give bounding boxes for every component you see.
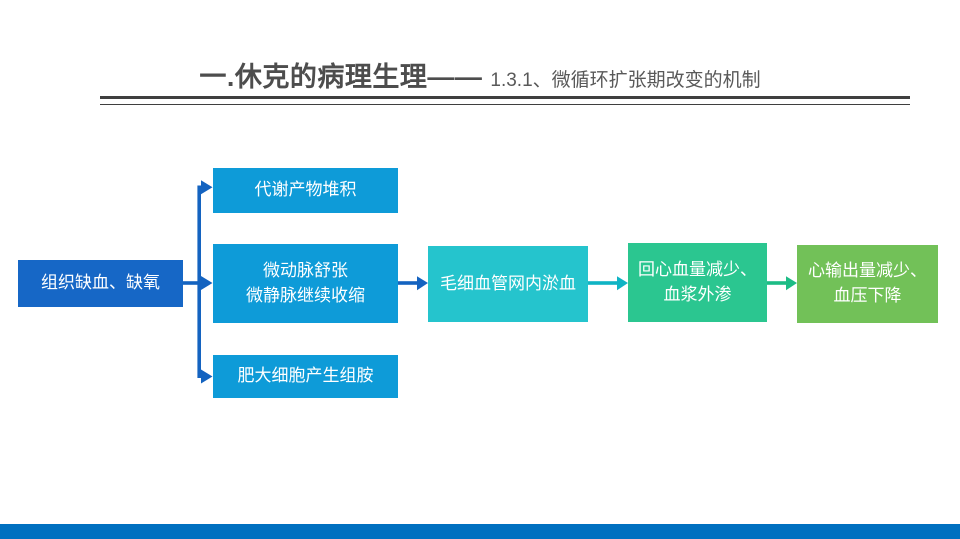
arrow-to-capillary [398,276,428,291]
node-label: 心输出量减少、 血压下降 [808,261,927,305]
node-label: 组织缺血、缺氧 [41,273,160,293]
arrowhead-to-cardiac-output-icon [786,276,797,291]
node-capillary-congestion: 毛细血管网内淤血 [428,246,588,322]
page-title: 一.休克的病理生理—— [199,62,483,92]
node-mast-cell-histamine: 肥大细胞产生组胺 [213,355,398,398]
node-label: 代谢产物堆积 [254,180,357,200]
arrowhead-to-bottom-icon [201,369,213,384]
arrowhead-to-capillary-icon [417,276,428,291]
title-rule-thin [100,103,910,105]
title-rule-thick [100,96,910,99]
footer-bar [0,524,960,539]
node-metabolite-accumulation: 代谢产物堆积 [213,168,398,213]
arrow-to-cardiac-output [767,276,797,291]
node-label: 毛细血管网内淤血 [440,273,576,293]
node-arteriole-dilation: 微动脉舒张 微静脉继续收缩 [213,244,398,323]
header: 一.休克的病理生理—— 1.3.1、微循环扩张期改变的机制 [0,55,960,95]
node-tissue-ischemia: 组织缺血、缺氧 [18,260,183,307]
node-label: 肥大细胞产生组胺 [237,366,374,386]
node-label: 微动脉舒张 微静脉继续收缩 [246,260,365,305]
arrow-to-venous-return [588,276,628,291]
node-cardiac-output-decrease: 心输出量减少、 血压下降 [797,245,938,323]
node-label: 回心血量减少、 血浆外渗 [638,259,757,304]
arrowhead-to-middle-icon [201,276,213,290]
page-subtitle: 1.3.1、微循环扩张期改变的机制 [490,70,761,91]
arrowhead-to-venous-return-icon [617,276,628,291]
node-venous-return-decrease: 回心血量减少、 血浆外渗 [628,243,767,322]
branch-connector [183,180,213,384]
arrowhead-to-top-icon [201,180,213,195]
